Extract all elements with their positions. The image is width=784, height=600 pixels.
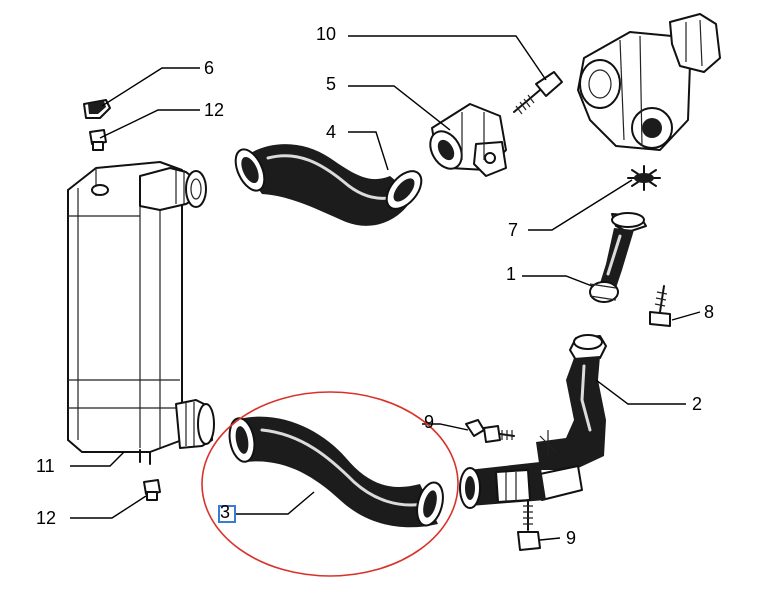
callout-2: 2 xyxy=(692,394,702,414)
bolt-part-8 xyxy=(649,285,671,327)
callout-9-bottom: 9 xyxy=(566,528,576,548)
pipe-part-1 xyxy=(589,212,647,303)
lower-pipe-part-2 xyxy=(459,334,607,509)
callout-4: 4 xyxy=(326,122,336,142)
turbocharger xyxy=(577,13,721,151)
callout-11: 11 xyxy=(36,456,55,476)
bolt-part-9-top xyxy=(465,419,515,443)
upper-hose-part-4 xyxy=(234,144,423,226)
bolt-part-9-bottom xyxy=(517,499,541,551)
callout-12-bottom: 12 xyxy=(36,508,56,528)
callout-5-top: 5 xyxy=(326,74,336,94)
callout-7: 7 xyxy=(508,220,518,240)
callout-3: 3 xyxy=(220,502,230,522)
intercooler xyxy=(67,161,215,465)
callout-12-top: 12 xyxy=(204,100,224,120)
bolt-part-10 xyxy=(513,71,563,115)
callout-9-top: 9 xyxy=(424,412,434,432)
callout-1: 1 xyxy=(506,264,516,284)
throttle-body-part-5 xyxy=(429,103,507,177)
gasket-part-7 xyxy=(627,165,661,191)
callout-8: 8 xyxy=(704,302,714,322)
callout-6: 6 xyxy=(204,58,214,78)
plug-part-12-bottom xyxy=(143,479,161,501)
leader-lines xyxy=(70,35,701,541)
plug-part-12-top xyxy=(89,129,107,151)
highlight-circle xyxy=(201,391,459,577)
selection-marker[interactable] xyxy=(218,505,236,523)
lower-hose-part-3 xyxy=(228,416,444,528)
callout-10: 10 xyxy=(316,24,336,44)
